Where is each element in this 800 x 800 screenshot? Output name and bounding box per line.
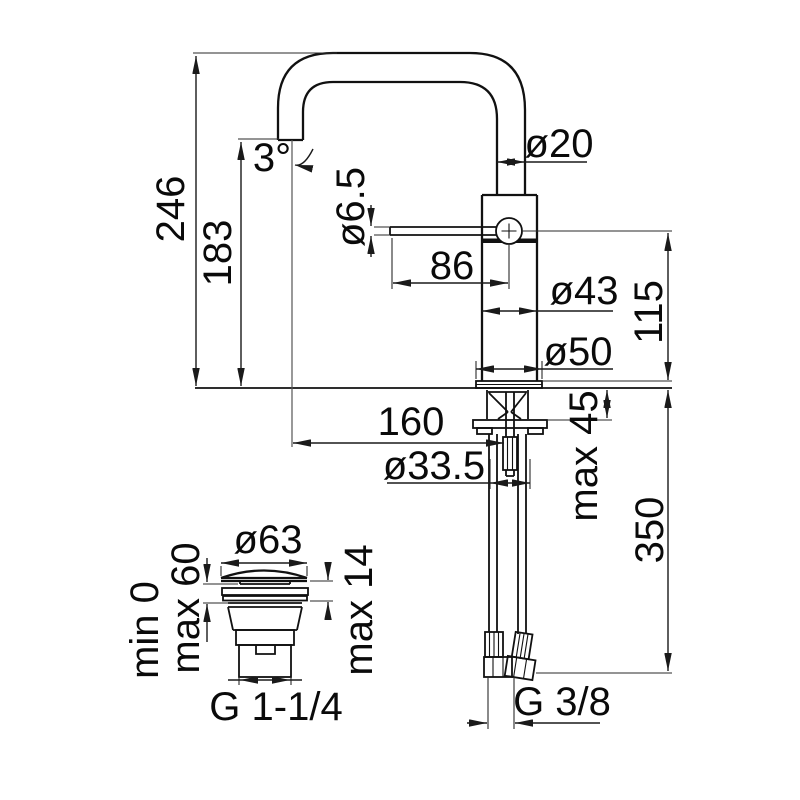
label-base-diameter: ø50	[544, 330, 613, 374]
label-spout-angle: 3°	[253, 136, 291, 180]
hose-right	[517, 434, 527, 634]
spout-inner	[301, 80, 499, 196]
dimension-lines	[192, 56, 672, 727]
faucet-body	[480, 193, 539, 381]
waste-body-mid	[235, 629, 295, 646]
label-waste-max: max 60	[164, 542, 208, 673]
label-body-diameter: ø43	[550, 269, 619, 313]
pivot-crosshair-icon	[501, 223, 517, 239]
clamp-plate	[472, 419, 548, 429]
mounting-cone	[486, 390, 529, 420]
label-waste-thread: G 1-1/4	[209, 685, 342, 729]
label-lever-length: 86	[430, 244, 475, 288]
waste-gasket	[222, 595, 308, 602]
label-lever-diameter: ø6.5	[329, 167, 373, 247]
waste-flange	[221, 587, 309, 596]
waste-body-upper	[227, 606, 303, 631]
waste-plug-detail	[220, 569, 309, 678]
label-spout-height: 183	[196, 220, 240, 287]
hose-connector-left	[483, 631, 513, 678]
faucet-outline	[195, 51, 672, 389]
handle-lever	[389, 226, 497, 236]
hose-left	[488, 434, 498, 632]
waste-body-thread	[238, 644, 292, 678]
stud-nut-threads	[506, 437, 514, 470]
label-total-height: 246	[149, 176, 193, 243]
clamp-foot-right	[527, 427, 544, 435]
spout-outer	[276, 51, 527, 196]
clamp-foot-left	[476, 427, 493, 435]
label-pipe-diameter: ø20	[525, 122, 594, 166]
waste-body-notch	[255, 645, 276, 655]
label-lever-height: 115	[627, 280, 671, 344]
label-waste-cap-diameter: ø63	[234, 518, 303, 562]
stud-tip	[505, 470, 515, 477]
stud-nut	[502, 436, 518, 471]
mounting-assembly	[472, 390, 548, 682]
label-spout-reach: 160	[378, 400, 445, 444]
label-waste-cap-height: max 14	[337, 544, 381, 675]
label-hose-thread: G 3/8	[513, 680, 611, 724]
dimension-labels: 246 183 3° ø6.5 86 ø20 ø43 ø50 115 160 ø…	[123, 122, 672, 729]
label-hole-diameter: ø33.5	[383, 444, 485, 488]
label-hose-length: 350	[628, 497, 672, 564]
hose-connector-right	[503, 630, 537, 682]
threaded-stud	[505, 392, 515, 437]
waste-cap-skirt	[239, 581, 291, 585]
waste-cap-dome	[220, 569, 308, 583]
angle-arc	[294, 148, 314, 173]
label-waste-min: min 0	[123, 581, 167, 679]
label-deck-thickness: max 45	[562, 390, 606, 521]
